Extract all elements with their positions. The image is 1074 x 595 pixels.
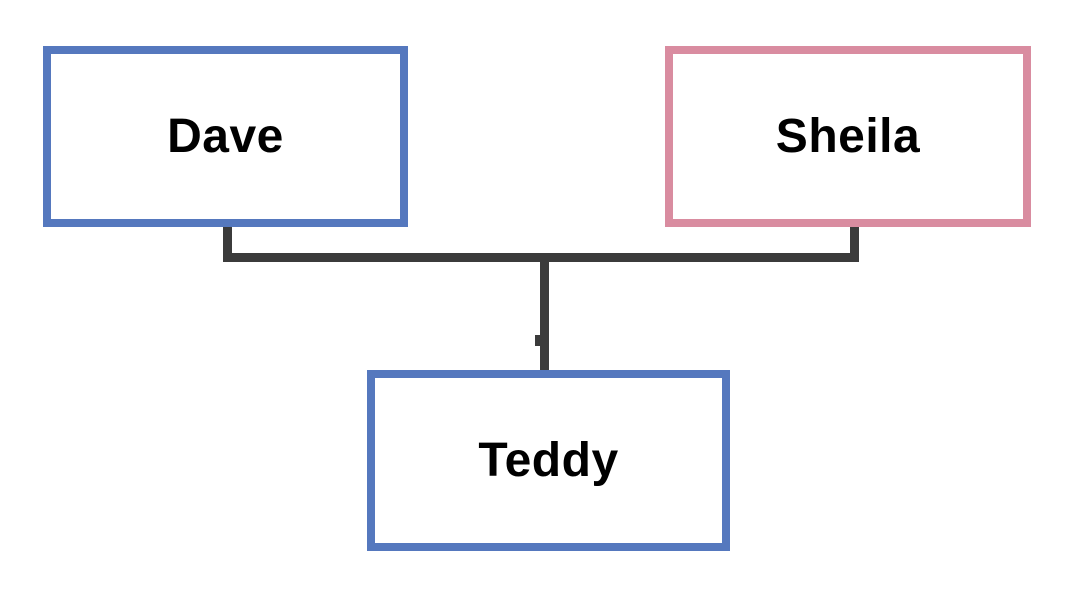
node-dave[interactable]: Dave xyxy=(43,46,408,227)
connector-dave-vertical xyxy=(223,227,232,262)
node-sheila[interactable]: Sheila xyxy=(665,46,1031,227)
node-teddy-label: Teddy xyxy=(478,434,619,487)
node-dave-label: Dave xyxy=(167,110,284,163)
connector-notch-artifact xyxy=(535,335,541,346)
connector-sheila-vertical xyxy=(850,227,859,262)
node-teddy[interactable]: Teddy xyxy=(367,370,730,551)
node-sheila-label: Sheila xyxy=(775,110,921,163)
connector-teddy-vertical xyxy=(540,253,549,375)
